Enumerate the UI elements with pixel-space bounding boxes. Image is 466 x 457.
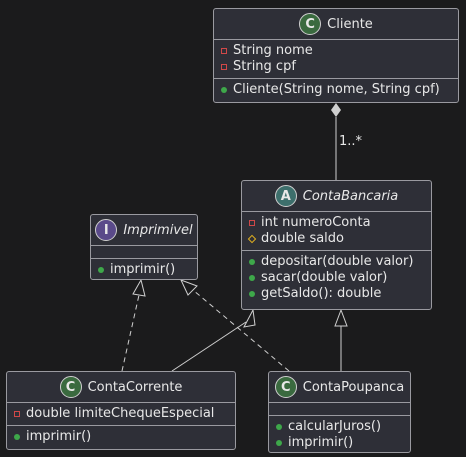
inheritance-arrow-poupanca <box>334 308 348 327</box>
attribute-row: double saldo <box>247 231 425 247</box>
class-conta-poupanca[interactable]: C ContaPoupanca calcularJuros() imprimir… <box>268 371 411 453</box>
private-icon <box>249 220 261 226</box>
composition-diamond <box>331 103 341 117</box>
method-row: calcularJuros() <box>276 419 404 435</box>
class-icon: C <box>59 376 82 398</box>
realization-line-corrente <box>121 294 140 372</box>
method-row: imprimir() <box>276 435 404 451</box>
class-name: ContaPoupanca <box>302 379 405 395</box>
attribute-row: String cpf <box>221 59 452 75</box>
public-icon <box>276 440 288 446</box>
realization-arrow-corrente <box>132 278 146 297</box>
attributes-section: int numeroConta double saldo <box>242 211 431 250</box>
inheritance-line-corrente <box>171 321 247 372</box>
class-name: Cliente <box>327 16 373 32</box>
public-icon <box>249 259 261 265</box>
abstract-class-icon: A <box>274 185 297 207</box>
class-icon: C <box>274 376 297 398</box>
attributes-section <box>91 245 197 258</box>
methods-section: calcularJuros() imprimir() <box>269 415 410 454</box>
class-conta-corrente[interactable]: C ContaCorrente double limiteChequeEspec… <box>6 371 236 450</box>
methods-section: imprimir() <box>91 258 197 281</box>
interface-imprimivel[interactable]: I Imprimivel imprimir() <box>90 214 198 280</box>
methods-section: Cliente(String nome, String cpf) <box>214 78 458 101</box>
private-icon <box>14 411 26 417</box>
method-row: imprimir() <box>98 262 191 278</box>
method-row: imprimir() <box>14 429 229 445</box>
interface-icon: I <box>95 219 118 241</box>
method-row: depositar(double valor) <box>249 254 425 270</box>
public-icon <box>221 87 233 93</box>
method-row: Cliente(String nome, String cpf) <box>221 82 452 98</box>
private-icon <box>221 64 233 70</box>
attributes-section: String nome String cpf <box>214 39 458 78</box>
methods-section: imprimir() <box>7 425 235 448</box>
protected-icon <box>247 234 261 244</box>
public-icon <box>98 267 110 273</box>
method-row: getSaldo(): double <box>249 286 425 302</box>
class-name: ContaCorrente <box>87 379 183 395</box>
method-row: sacar(double valor) <box>249 270 425 286</box>
composition-multiplicity: 1..* <box>339 134 363 149</box>
public-icon <box>276 424 288 430</box>
class-name: Imprimivel <box>123 222 193 238</box>
attribute-row: int numeroConta <box>249 215 425 231</box>
class-cliente[interactable]: C Cliente String nome String cpf Cliente… <box>213 8 459 103</box>
attributes-section: double limiteChequeEspecial <box>7 402 235 425</box>
realization-arrow-poupanca <box>180 279 198 296</box>
private-icon <box>221 48 233 54</box>
inheritance-arrow-corrente <box>243 308 256 328</box>
public-icon <box>249 275 261 281</box>
public-icon <box>14 434 26 440</box>
methods-section: depositar(double valor) sacar(double val… <box>242 250 431 305</box>
realization-line-poupanca <box>192 289 290 372</box>
class-name: ContaBancaria <box>302 188 399 204</box>
class-icon: C <box>299 13 322 35</box>
public-icon <box>249 291 261 297</box>
class-conta-bancaria[interactable]: A ContaBancaria int numeroConta double s… <box>241 180 432 310</box>
attribute-row: double limiteChequeEspecial <box>14 406 229 422</box>
attribute-row: String nome <box>221 43 452 59</box>
attributes-section <box>269 402 410 415</box>
